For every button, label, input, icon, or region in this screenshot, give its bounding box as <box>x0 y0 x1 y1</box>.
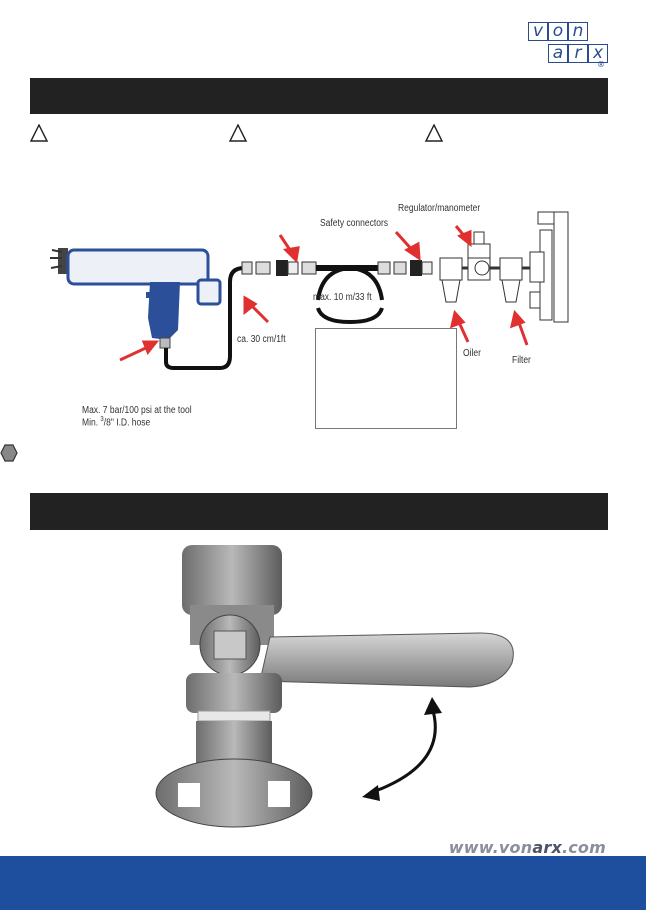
logo-letter: o <box>548 22 568 41</box>
note-box <box>315 328 457 429</box>
hose-note-prefix: Min. <box>82 417 101 429</box>
pressure-note: Max. 7 bar/100 psi at the tool <box>82 405 192 416</box>
section-header-bar <box>30 493 608 530</box>
url-prefix: www.von <box>448 838 533 857</box>
air-supply-diagram <box>50 211 569 370</box>
footer-bar <box>0 856 646 910</box>
url-suffix: .com <box>561 838 606 857</box>
section-header-bar <box>30 78 608 114</box>
logo-letter: a <box>548 44 568 63</box>
max-length-label: max. 10 m/33 ft <box>313 292 372 303</box>
short-hose-label: ca. 30 cm/1ft <box>237 334 286 345</box>
warning-triangle-icon <box>30 124 48 142</box>
hose-note-sup: 3 <box>100 416 104 423</box>
logo-letter: v <box>528 22 548 41</box>
hose-note-suffix: " I.D. hose <box>110 417 151 429</box>
oiler-label: Oiler <box>463 348 481 359</box>
website-url[interactable]: www.vonarx.com <box>449 838 606 857</box>
hexagon-bullet-icon <box>0 444 18 462</box>
logo-letter: x <box>588 44 608 63</box>
hose-note-fraction: /8 <box>103 417 111 429</box>
url-highlight: arx <box>532 838 562 857</box>
regulator-label: Regulator/manometer <box>398 203 481 214</box>
warning-triangle-icon <box>425 124 443 142</box>
safety-connectors-label: Safety connectors <box>320 218 389 229</box>
hose-note: Min. 3/8" I.D. hose <box>82 416 150 428</box>
logo-letter: n <box>568 22 588 41</box>
vonarx-logo: v o n a r x ® <box>528 22 608 69</box>
logo-letter: r <box>568 44 588 63</box>
filter-label: Filter <box>512 355 531 366</box>
warning-triangle-icon <box>229 124 247 142</box>
registered-mark: ® <box>597 60 605 69</box>
needle-scaler-tool <box>50 248 222 349</box>
ball-valve-photo <box>155 545 514 828</box>
